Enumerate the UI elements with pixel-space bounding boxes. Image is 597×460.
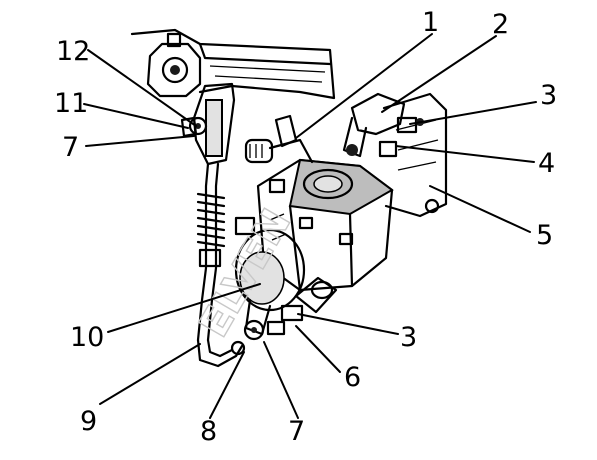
leader-12 [87, 49, 197, 127]
callout-8: 8 [200, 416, 217, 447]
callout-3-lower: 3 [400, 322, 417, 353]
leader-5 [429, 185, 531, 233]
callout-6: 6 [344, 362, 361, 393]
callout-5: 5 [536, 220, 553, 251]
leader-3a [409, 101, 537, 125]
callout-10: 10 [70, 322, 104, 353]
linkage-rod [196, 162, 246, 368]
outlet-elbow [342, 92, 406, 158]
diaphragm-chamber [234, 216, 306, 341]
leader-3b [297, 313, 399, 335]
callout-7: 7 [62, 132, 79, 163]
leader-10 [107, 283, 261, 333]
leader-11 [83, 103, 189, 129]
callout-4: 4 [538, 148, 555, 179]
mounting-plate [378, 92, 448, 218]
leader-7a [85, 135, 195, 147]
leader-7b [263, 341, 299, 419]
valve-body [256, 158, 394, 292]
leader-1 [295, 33, 433, 139]
callout-3: 3 [540, 80, 557, 111]
callout-9: 9 [80, 406, 97, 437]
callout-12: 12 [56, 36, 90, 67]
adjusting-lever [180, 82, 236, 166]
leader-8 [209, 351, 245, 419]
leader-lines [83, 33, 537, 419]
lower-union-fitting [266, 276, 338, 336]
callout-7-lower: 7 [288, 416, 305, 447]
inlet-elbow [244, 114, 314, 164]
callout-2: 2 [492, 9, 509, 40]
callout-11: 11 [54, 88, 88, 119]
leader-2 [381, 35, 497, 113]
compression-spring [196, 192, 226, 248]
leader-9 [99, 343, 201, 405]
top-mounting-bracket [130, 28, 336, 100]
leader-6 [295, 325, 341, 373]
leader-4 [395, 145, 535, 163]
callout-labels: 1 2 3 4 5 12 11 7 10 3 6 9 8 7 [54, 7, 557, 447]
callout-1: 1 [422, 7, 439, 38]
